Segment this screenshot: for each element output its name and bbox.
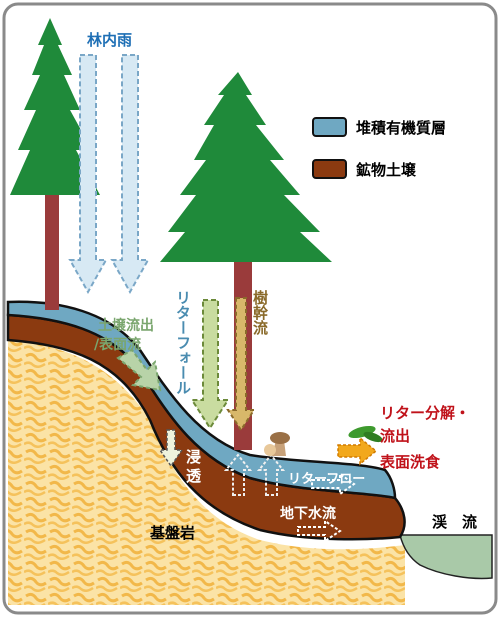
- groundwater-arrow: [297, 519, 342, 543]
- litterfall-label: リターフォール: [174, 290, 192, 395]
- bedrock-label: 基盤岩: [149, 524, 195, 542]
- upward-arrow-2: [256, 453, 286, 496]
- infiltration-label-line2: 透: [186, 467, 202, 485]
- litter-decomp-label-line1: リター分解・: [380, 404, 470, 422]
- rain-arrow-right: [110, 54, 150, 295]
- legend-swatch-organic: [312, 117, 347, 137]
- soil-runoff-label-line2: /表面流: [94, 336, 141, 353]
- left-tree: [10, 18, 100, 310]
- litter-flow-arrow: [311, 472, 356, 496]
- litter-flow-label: リターフロー: [288, 472, 365, 487]
- litterfall-arrow: [190, 299, 230, 430]
- upward-arrow-1: [223, 453, 253, 496]
- mushroom-icon: [264, 432, 290, 456]
- stream-water: [399, 534, 493, 580]
- infiltration-label-line1: 浸: [186, 448, 201, 466]
- infiltration-arrow: [158, 429, 184, 468]
- groundwater-label: 地下水流: [280, 505, 336, 522]
- bedrock-area: [8, 340, 405, 605]
- stemflow-arrow: [226, 297, 256, 432]
- legend: 堆積有機質層 鉱物土壌: [312, 117, 446, 179]
- legend-label-mineral: 鉱物土壌: [356, 161, 417, 179]
- surface-erosion-label: 表面洗食: [380, 453, 441, 471]
- litter-decomp-label-line2: 流出: [380, 427, 410, 445]
- legend-label-organic: 堆積有機質層: [356, 119, 446, 137]
- litter-leaves-icon: [348, 425, 383, 443]
- surface-erosion-arrow: [337, 436, 378, 466]
- rain-label: 林内雨: [87, 31, 132, 49]
- stemflow-label: 樹幹流: [251, 289, 269, 336]
- legend-swatch-mineral: [312, 159, 347, 179]
- stream-label: 渓 流: [432, 513, 477, 531]
- soil-runoff-label-line1: 土壌流出: [98, 317, 154, 334]
- rain-arrow-left: [68, 54, 108, 295]
- soil-runoff-arrow: [116, 348, 162, 392]
